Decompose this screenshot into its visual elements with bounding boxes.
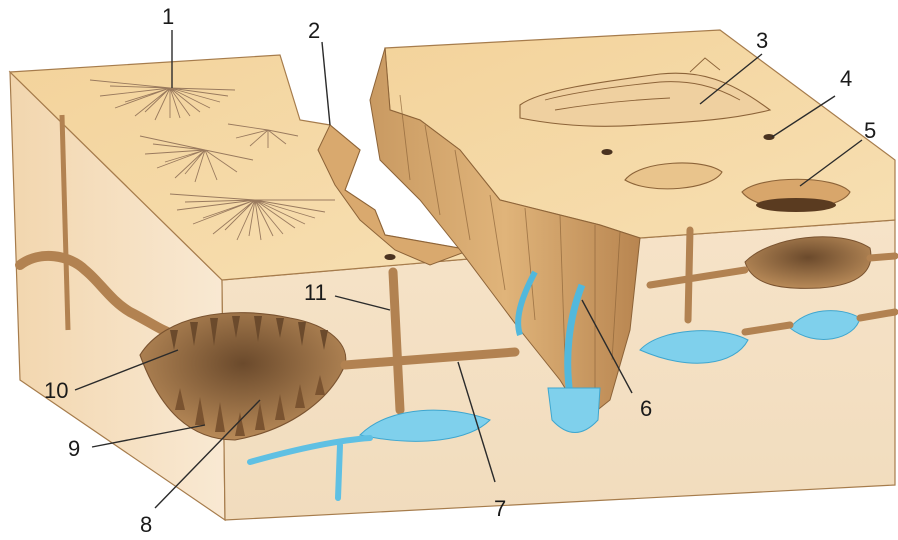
label-7: 7 (494, 498, 506, 520)
label-9: 9 (68, 438, 80, 460)
label-2: 2 (308, 20, 320, 42)
label-3: 3 (756, 30, 768, 52)
doline-large-opening (756, 198, 836, 212)
label-10: 10 (44, 380, 68, 402)
label-5: 5 (864, 120, 876, 142)
label-4: 4 (840, 68, 852, 90)
label-8: 8 (140, 514, 152, 536)
label-11: 11 (304, 282, 327, 304)
label-1: 1 (162, 6, 174, 28)
label-6: 6 (640, 398, 652, 420)
